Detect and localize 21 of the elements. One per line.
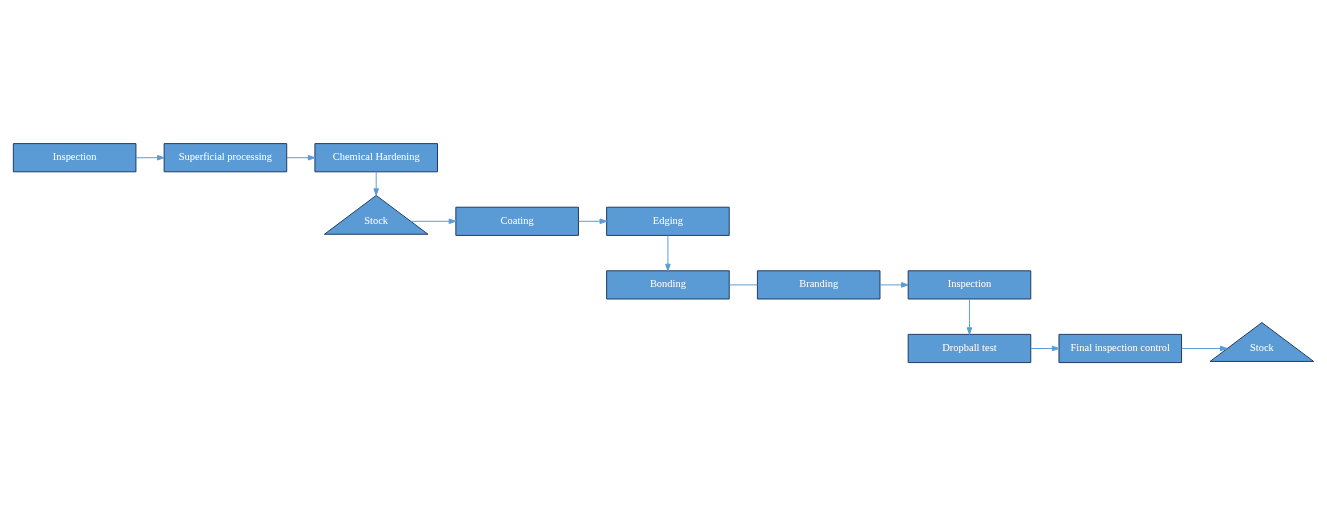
arrow [373, 170, 379, 196]
arrow [578, 218, 608, 224]
node-box: Edging [606, 206, 730, 236]
arrow [966, 298, 973, 335]
node-box: Chemical Hardening [314, 142, 438, 172]
arrow [879, 281, 909, 288]
node-box: Superficial processing [163, 142, 288, 172]
arrow [1030, 345, 1060, 351]
node-box: Inspection [12, 142, 137, 172]
node-box: Dropball test [907, 333, 1032, 363]
arrow [665, 234, 671, 271]
node-box: Inspection [907, 269, 1032, 299]
arrow [286, 154, 316, 160]
arrow [410, 218, 457, 224]
node-box: Final inspection control [1058, 333, 1183, 363]
node-box: Branding [756, 269, 881, 299]
node-box: Bonding [606, 269, 730, 299]
node-box: Coating [455, 206, 579, 236]
connector [729, 283, 758, 285]
arrow [1181, 345, 1228, 351]
arrow [135, 154, 165, 160]
